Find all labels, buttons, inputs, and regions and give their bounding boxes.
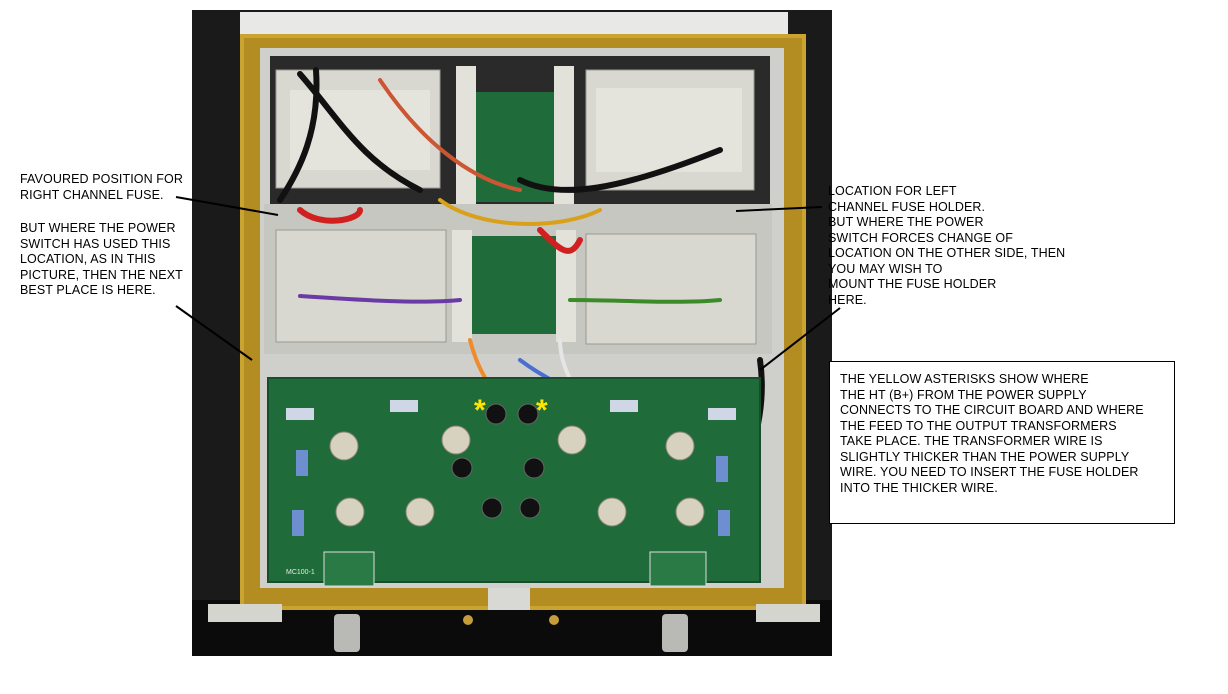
right-fuse-position-note: FAVOURED POSITION FOR RIGHT CHANNEL FUSE… [20,172,183,202]
ht-explanation-note: THE YELLOW ASTERISKS SHOW WHERE THE HT (… [840,372,1144,495]
right-knob [662,614,688,652]
left-fuse-location-note: LOCATION FOR LEFT CHANNEL FUSE HOLDER. B… [828,184,1066,307]
ht-asterisk-right: * [536,394,548,427]
ht-explanation-box [829,361,1175,524]
middle-pcb [468,236,558,334]
upper-pcb [470,92,556,202]
right-fuse-alternative-note: BUT WHERE THE POWER SWITCH HAS USED THIS… [20,221,183,297]
board-label: MC100-1 [286,569,315,576]
ht-asterisk-left: * [474,394,486,427]
main-pcb [268,378,760,582]
left-knob [334,614,360,652]
